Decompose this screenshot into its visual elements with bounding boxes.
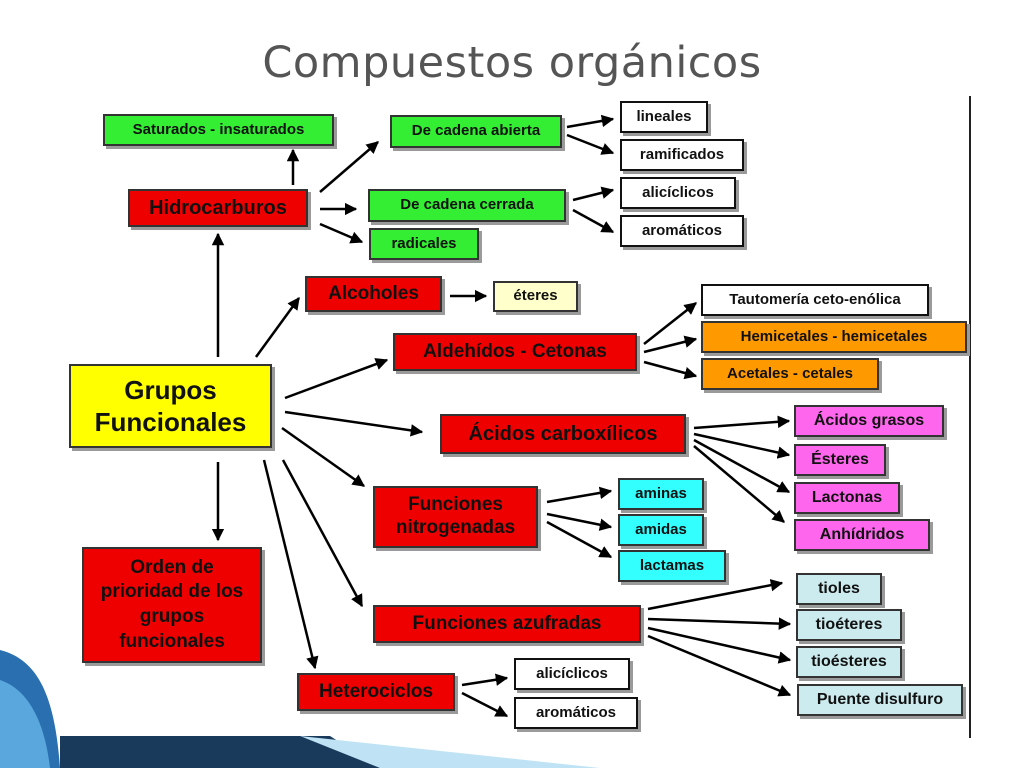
node-funciones-azufradas: Funciones azufradas bbox=[373, 605, 641, 643]
node-grupos-funcionales: Grupos Funcionales bbox=[69, 364, 272, 448]
node-aldehidos-cetonas: Aldehídos - Cetonas bbox=[393, 333, 637, 371]
node-radicales: radicales bbox=[369, 228, 479, 260]
node-saturados-insaturados: Saturados - insaturados bbox=[103, 114, 334, 146]
node-hemicetales: Hemicetales - hemicetales bbox=[701, 321, 967, 353]
node-aliciclicos-hidro: alicíclicos bbox=[620, 177, 736, 209]
node-amidas: amidas bbox=[618, 514, 704, 546]
node-funciones-nitrogenadas: Funciones nitrogenadas bbox=[373, 486, 538, 548]
node-ramificados: ramificados bbox=[620, 139, 744, 171]
node-lactonas: Lactonas bbox=[794, 482, 900, 514]
node-heterociclos: Heterociclos bbox=[297, 673, 455, 711]
node-lineales: lineales bbox=[620, 101, 708, 133]
node-tautomeria: Tautomería ceto-enólica bbox=[701, 284, 929, 316]
node-aliciclicos-hetero: alicíclicos bbox=[514, 658, 630, 690]
node-orden-prioridad: Orden de prioridad de los grupos funcion… bbox=[82, 547, 262, 663]
node-lactamas: lactamas bbox=[618, 550, 726, 582]
node-acidos-carboxilicos: Ácidos carboxílicos bbox=[440, 414, 686, 454]
node-alcoholes: Alcoholes bbox=[305, 276, 442, 312]
node-cadena-cerrada: De cadena cerrada bbox=[368, 189, 566, 222]
node-cadena-abierta: De cadena abierta bbox=[390, 115, 562, 148]
slide-title: Compuestos orgánicos bbox=[262, 38, 762, 88]
node-hidrocarburos: Hidrocarburos bbox=[128, 189, 308, 227]
decorative-corner-swoosh bbox=[0, 650, 600, 768]
panel-edge-line bbox=[969, 96, 971, 738]
node-tioeteres: tioéteres bbox=[796, 609, 902, 641]
node-anhidridos: Anhídridos bbox=[794, 519, 930, 551]
node-aromaticos-hetero: aromáticos bbox=[514, 697, 638, 729]
node-tioles: tioles bbox=[796, 573, 882, 605]
node-tioesteres: tioésteres bbox=[796, 646, 902, 678]
node-aminas: aminas bbox=[618, 478, 704, 510]
node-aromaticos-hidro: aromáticos bbox=[620, 215, 744, 247]
node-eteres: éteres bbox=[493, 281, 578, 312]
node-acetales: Acetales - cetales bbox=[701, 358, 879, 390]
node-esteres: Ésteres bbox=[794, 444, 886, 476]
node-acidos-grasos: Ácidos grasos bbox=[794, 405, 944, 437]
node-puente-disulfuro: Puente disulfuro bbox=[797, 684, 963, 716]
